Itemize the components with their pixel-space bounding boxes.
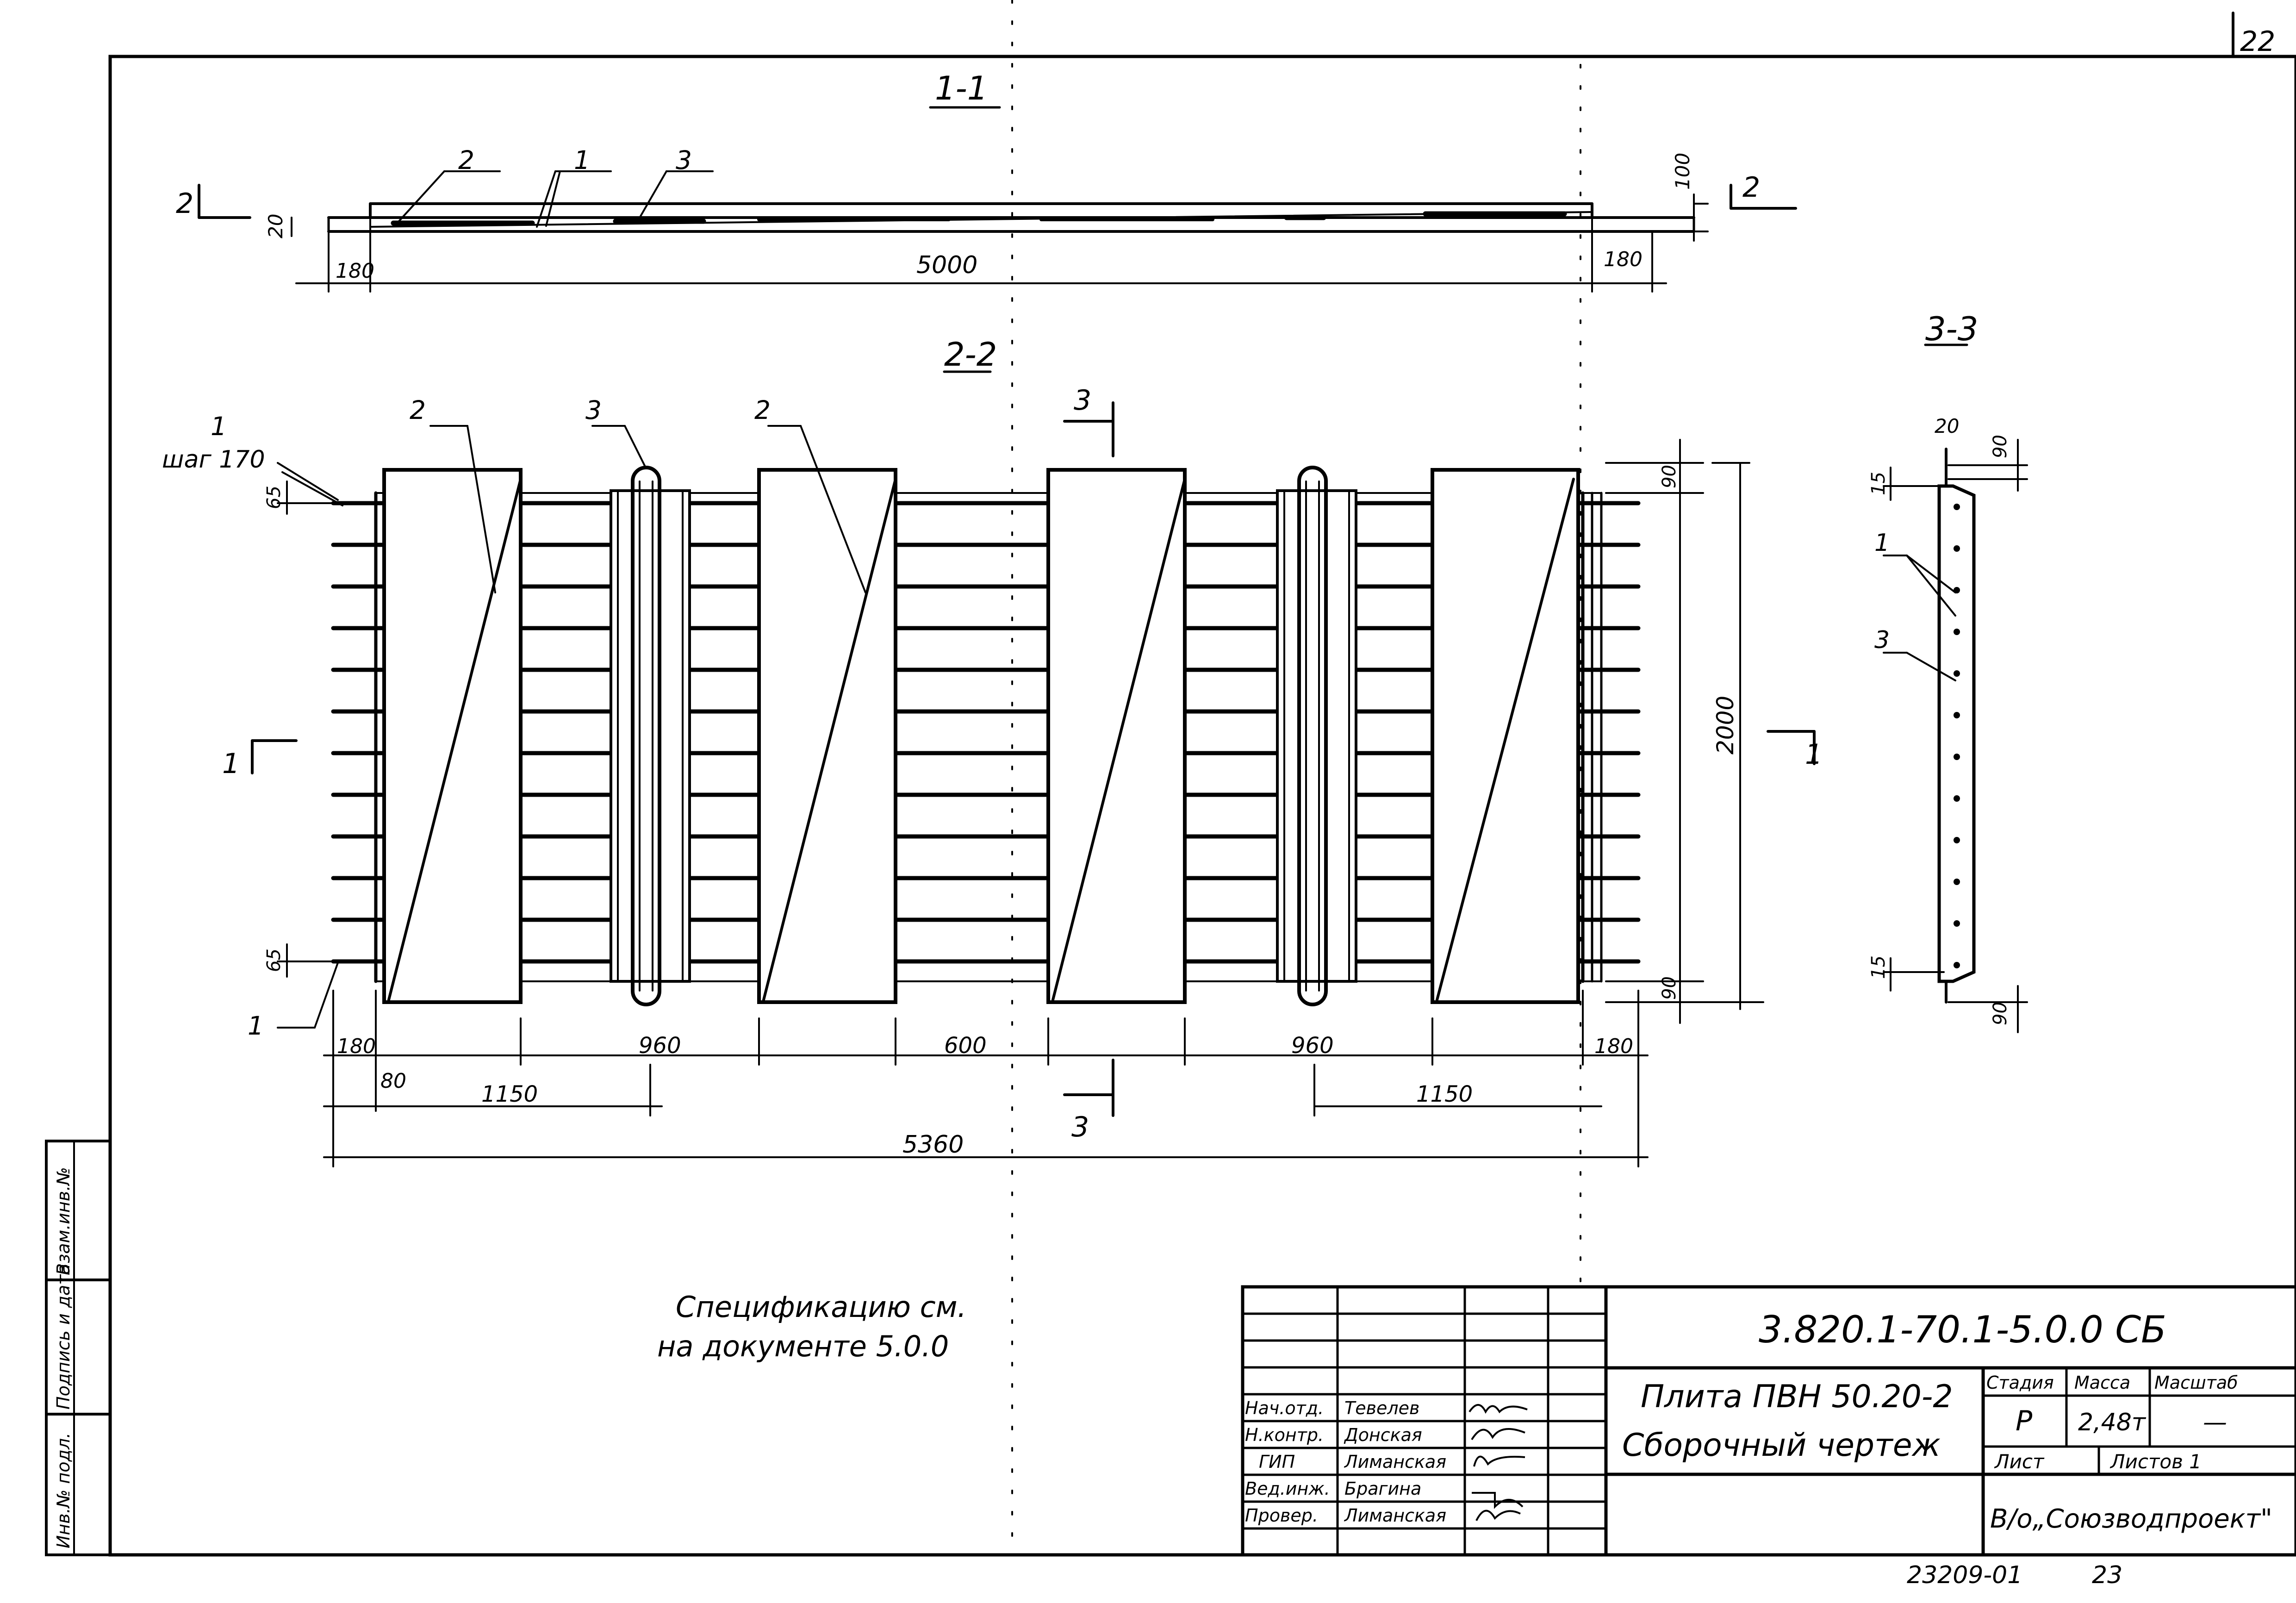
dimension-label: 90	[1990, 435, 2011, 458]
role-label: Провер.	[1245, 1505, 1318, 1526]
role-label: Вед.инж.	[1245, 1478, 1330, 1499]
dimension-label: 65	[263, 948, 285, 972]
cut-mark-1-left: 1	[222, 748, 240, 780]
dimension-label: 180	[337, 1035, 376, 1058]
person-name: Лиманская	[1344, 1505, 1446, 1526]
drawing-labels: 22 1-1 2-2 3-3 2 2 1 1 3 3 2 1 3 20 100 …	[53, 25, 2275, 1589]
person-name: Лиманская	[1344, 1452, 1446, 1472]
cut-mark-3-bottom: 3	[1071, 1111, 1089, 1143]
title-block	[1241, 1285, 2296, 1557]
step-label: шаг 170	[162, 446, 265, 474]
note-line-1: Спецификацию см.	[676, 1290, 966, 1324]
section-3-3	[1883, 343, 2028, 1033]
dimension-label: 15	[1868, 955, 1889, 979]
dimension-label: 960	[1291, 1033, 1334, 1059]
position-label: 1	[574, 145, 590, 175]
position-label: 1	[248, 1011, 264, 1041]
position-label: 3	[585, 395, 602, 425]
cut-mark-1-right: 1	[1805, 738, 1823, 771]
mass-header: Масса	[2074, 1372, 2130, 1393]
dimension-label: 1150	[481, 1081, 538, 1107]
person-name: Брагина	[1344, 1478, 1421, 1499]
dimension-label: 180	[1604, 248, 1643, 271]
signatures	[1468, 1404, 1528, 1521]
footer-number: 23209-01	[1907, 1561, 2022, 1589]
sheet-label: Лист	[1994, 1450, 2045, 1473]
dimension-label: 20	[1935, 415, 1959, 437]
stage-header: Стадия	[1986, 1372, 2054, 1393]
section-1-1-title: 1-1	[935, 69, 988, 107]
drawing-subtitle: Сборочный чертеж	[1622, 1427, 1941, 1464]
role-label: Н.контр.	[1245, 1425, 1324, 1445]
position-label: 3	[1874, 626, 1890, 654]
organization-name: В/о„Союзводпроект"	[1990, 1504, 2272, 1534]
section-1-1	[198, 106, 1797, 293]
dimension-label: 180	[1594, 1035, 1633, 1058]
dimension-label: 960	[639, 1033, 681, 1059]
footer-page: 23	[2092, 1561, 2122, 1589]
dimension-label: 15	[1868, 472, 1889, 495]
dimension-label: 90	[1659, 465, 1680, 488]
dimension-label: 20	[264, 214, 287, 238]
role-label: ГИП	[1259, 1452, 1295, 1472]
dimension-label: 90	[1990, 1002, 2011, 1025]
section-2-2-title: 2-2	[944, 336, 997, 374]
dimension-label: 5360	[902, 1131, 964, 1159]
section-3-3-title: 3-3	[1925, 310, 1978, 348]
position-label: 1	[211, 412, 227, 441]
dimension-label: 90	[1659, 976, 1680, 1000]
dimension-label: 65	[263, 486, 285, 509]
left-strip	[45, 1140, 112, 1556]
lifting-loop	[610, 466, 691, 1006]
person-name: Тевелев	[1344, 1398, 1419, 1418]
cut-mark-2-left: 2	[176, 187, 193, 220]
position-label: 1	[1874, 529, 1890, 557]
scale-header: Масштаб	[2154, 1372, 2238, 1393]
dimension-label: 5000	[916, 251, 977, 279]
position-label: 2	[754, 395, 771, 425]
role-label: Нач.отд.	[1245, 1398, 1324, 1418]
left-strip-label: Инв.№ подл.	[53, 1433, 74, 1548]
dimension-label: 2000	[1712, 696, 1739, 755]
section-2-2	[251, 370, 1816, 1167]
scale-value: —	[2203, 1409, 2227, 1436]
left-strip-label: Взам.инв.№	[53, 1167, 74, 1275]
lifting-loop	[1276, 466, 1357, 1006]
position-label: 2	[410, 395, 426, 425]
position-label: 2	[458, 145, 474, 175]
dimension-label: 1150	[1416, 1081, 1473, 1107]
left-strip-label: Подпись и дата	[53, 1264, 74, 1410]
cut-mark-2-right: 2	[1742, 171, 1760, 204]
cut-mark-3-top: 3	[1074, 384, 1091, 417]
dimension-label: 180	[336, 259, 374, 283]
mass-value: 2,48т	[2078, 1409, 2147, 1436]
position-label: 3	[676, 145, 692, 175]
dimension-label: 600	[944, 1033, 987, 1059]
drawing-title: Плита ПВН 50.20-2	[1641, 1378, 1953, 1415]
dimension-label: 80	[380, 1069, 406, 1093]
drawing-code: 3.820.1-70.1-5.0.0 СБ	[1759, 1308, 2166, 1351]
sheets-label: Листов 1	[2109, 1450, 2202, 1473]
person-name: Донская	[1344, 1425, 1422, 1445]
sheet-number: 22	[2240, 25, 2275, 58]
stage-value: Р	[2016, 1405, 2033, 1437]
sheet-frame	[108, 55, 2296, 1557]
note-line-2: на документе 5.0.0	[657, 1329, 949, 1363]
dimension-label: 100	[1671, 153, 1694, 190]
